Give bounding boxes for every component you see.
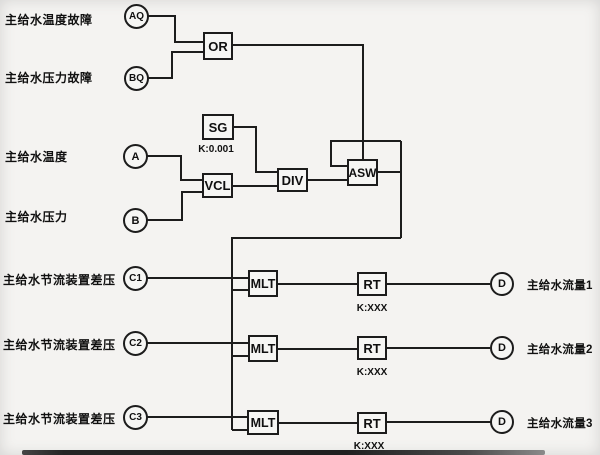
tag-circle-bq: BQ <box>124 66 149 91</box>
tag-circle-a: A <box>123 144 148 169</box>
block-sg-label: SG <box>208 119 228 135</box>
block-rt3-label: RT <box>363 415 381 431</box>
wire-bq-to-or <box>147 51 203 79</box>
constant-rt2-k: K:XXX <box>356 367 388 378</box>
label-throttle-dp-3: 主给水节流装置差压 <box>3 412 116 426</box>
block-mlt3-label: MLT <box>250 415 276 430</box>
scan-artifact-bar <box>22 450 545 455</box>
label-main-feedwater-temp-fault: 主给水温度故障 <box>5 13 93 27</box>
tag-circle-aq: AQ <box>124 4 149 29</box>
block-vcl: VCL <box>202 173 233 198</box>
tag-circle-d2: D <box>490 336 514 360</box>
tag-aq-text: AQ <box>129 11 144 22</box>
block-mlt-3: MLT <box>247 410 279 435</box>
label-throttle-dp-2: 主给水节流装置差压 <box>3 338 116 352</box>
constant-rt1-k: K:XXX <box>356 303 388 314</box>
block-mlt-1: MLT <box>248 270 278 297</box>
block-rt-1: RT <box>357 272 387 296</box>
label-main-feedwater-press-fault: 主给水压力故障 <box>5 71 93 85</box>
block-rt1-label: RT <box>363 276 381 292</box>
block-mlt1-label: MLT <box>250 276 276 291</box>
wire-b-to-vcl <box>147 191 202 221</box>
tag-circle-c3: C3 <box>123 405 148 430</box>
block-rt-2: RT <box>357 336 387 360</box>
wire-asw-bus <box>231 237 401 430</box>
label-main-feedwater-flow-1: 主给水流量1 <box>527 280 593 292</box>
block-asw-label: ASW <box>348 165 377 180</box>
tag-d3-text: D <box>498 416 506 428</box>
tag-d2-text: D <box>498 342 506 354</box>
block-rt2-label: RT <box>363 340 381 356</box>
tag-circle-c1: C1 <box>123 266 148 291</box>
wire-a-to-vcl <box>147 155 202 181</box>
tag-c2-text: C2 <box>129 338 142 349</box>
block-mlt2-label: MLT <box>250 341 276 356</box>
wire-sg-to-div <box>234 126 277 173</box>
tag-circle-c2: C2 <box>123 331 148 356</box>
block-div-label: DIV <box>281 172 304 188</box>
label-main-feedwater-temp: 主给水温度 <box>5 150 68 164</box>
block-sg: SG <box>202 114 234 140</box>
label-throttle-dp-1: 主给水节流装置差压 <box>3 273 116 287</box>
block-div: DIV <box>277 168 308 192</box>
tag-d1-text: D <box>498 278 506 290</box>
constant-sg-k: K:0.001 <box>198 144 234 155</box>
block-mlt-2: MLT <box>248 335 278 362</box>
tag-circle-d1: D <box>490 272 514 296</box>
constant-rt3-k: K:XXX <box>353 441 385 452</box>
label-main-feedwater-flow-2: 主给水流量2 <box>527 344 593 356</box>
block-vcl-label: VCL <box>204 178 231 193</box>
tag-c3-text: C3 <box>129 412 142 423</box>
tag-a-text: A <box>131 150 140 163</box>
tag-b-text: B <box>131 214 140 227</box>
tag-c1-text: C1 <box>129 273 142 284</box>
tag-circle-d3: D <box>490 410 514 434</box>
label-main-feedwater-pressure: 主给水压力 <box>5 210 68 224</box>
block-asw: ASW <box>347 159 378 186</box>
block-or-label: OR <box>208 38 228 54</box>
wire-aq-to-or <box>148 15 203 43</box>
tag-bq-text: BQ <box>129 73 144 84</box>
tag-circle-b: B <box>123 208 148 233</box>
label-main-feedwater-flow-3: 主给水流量3 <box>527 418 593 430</box>
wire-or-to-asw-top <box>233 44 364 159</box>
wire-asw-feedback <box>330 140 401 167</box>
block-rt-3: RT <box>357 412 387 434</box>
block-or: OR <box>203 32 233 60</box>
